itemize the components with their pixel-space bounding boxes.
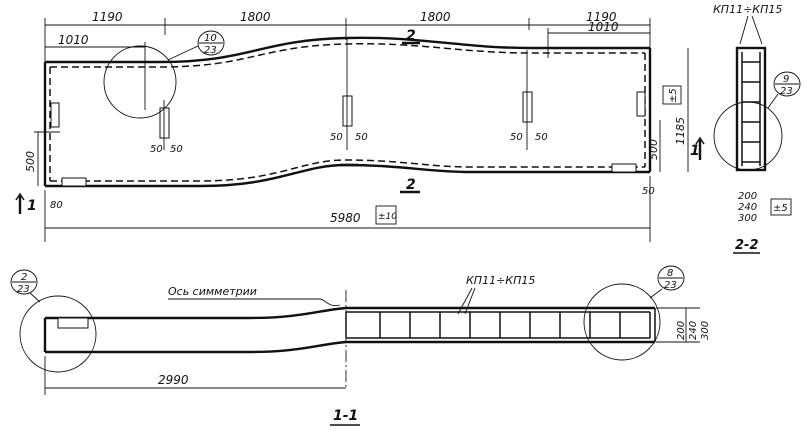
symmetry-axis-label: Ось симметрии	[168, 285, 257, 298]
dim-500-right: 500	[647, 139, 660, 160]
section-1-right: 1	[690, 143, 700, 159]
dim-50-c2: 50	[535, 132, 548, 143]
callout-10-den: 23	[204, 45, 217, 56]
plate-left	[50, 102, 60, 128]
insert-2	[342, 95, 353, 127]
elevation-view: 1190 1800 1800 1190 1010 1010 50	[15, 10, 705, 242]
tol-5-right: ±5	[668, 88, 679, 103]
dim-5980: 5980	[330, 211, 361, 225]
plate-bottom-right	[611, 163, 637, 173]
callout-2-den: 23	[17, 284, 30, 295]
section11-title: 1-1	[333, 408, 358, 424]
dim-1800-right: 1800	[420, 10, 451, 24]
section22-d240: 240	[738, 202, 757, 213]
dim-1190-left: 1190	[92, 10, 123, 24]
dim-1800-left: 1800	[240, 10, 271, 24]
insert-3	[522, 91, 533, 123]
insert-1	[159, 107, 170, 139]
dim-1010-left: 1010	[58, 33, 89, 47]
dim-1010-right: 1010	[588, 20, 619, 34]
dim-1190-right: 1190	[586, 10, 617, 24]
section11-d300: 300	[700, 321, 711, 340]
section22-label: КП11÷КП15	[713, 3, 782, 16]
dim-50-a2: 50	[170, 144, 183, 155]
plate-right	[636, 91, 646, 117]
dim-2990: 2990	[158, 373, 189, 387]
section-2-bottom: 2	[406, 177, 416, 193]
dim-50-a1: 50	[150, 144, 163, 155]
section22-tol: ±5	[773, 203, 788, 214]
section-1-1: Ось симметрии КП11÷КП15 2 23 8 23 200 24…	[10, 265, 711, 426]
detail-circle-8	[583, 283, 661, 361]
tol-10: ±10	[378, 212, 397, 222]
dim-1185: 1185	[674, 117, 687, 145]
dim-50-corner: 50	[642, 186, 655, 197]
end-plate	[57, 317, 89, 329]
detail-circle-10	[103, 45, 177, 119]
dim-50-b2: 50	[355, 132, 368, 143]
section22-outline	[735, 46, 767, 172]
section11-label: КП11÷КП15	[466, 274, 535, 287]
callout-2-num: 2	[21, 272, 27, 283]
detail-circle-9	[713, 101, 783, 171]
dim-50-b1: 50	[330, 132, 343, 143]
section-1-left: 1	[27, 198, 37, 214]
callout-9-num: 9	[783, 74, 789, 85]
section22-d300: 300	[738, 213, 757, 224]
section11-d200: 200	[676, 321, 687, 340]
detail-circle-2	[19, 295, 97, 373]
section11-d240: 240	[688, 321, 699, 340]
callout-9-den: 23	[780, 86, 793, 97]
dim-80: 80	[50, 200, 63, 211]
section22-d200: 200	[738, 191, 757, 202]
dim-500-left: 500	[24, 151, 37, 172]
dim-50-c1: 50	[510, 132, 523, 143]
section22-title: 2-2	[735, 238, 759, 253]
callout-8-den: 23	[664, 280, 677, 291]
callout-10-num: 10	[204, 33, 217, 44]
section-2-2: КП11÷КП15 9 23 200 240 300 ±5 2-2	[713, 3, 801, 254]
callout-8-num: 8	[667, 268, 673, 279]
plate-bottom-left	[61, 177, 87, 187]
section-2-top: 2	[406, 28, 416, 44]
